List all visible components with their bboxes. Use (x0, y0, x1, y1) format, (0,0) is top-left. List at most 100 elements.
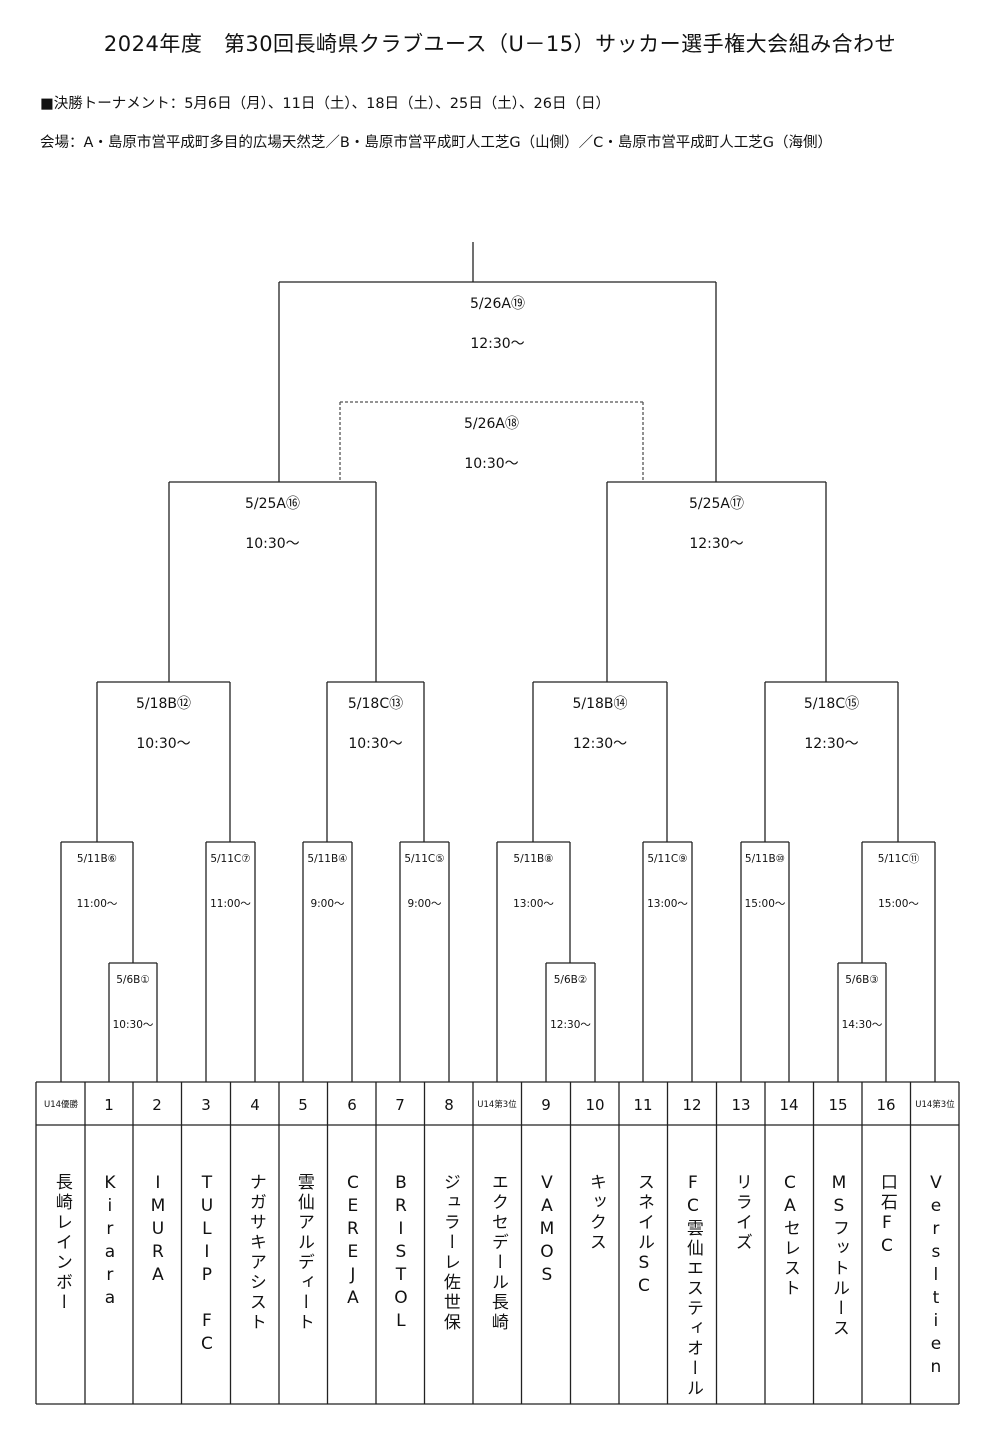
match-date-m10: 5/11B⑩ (745, 853, 785, 865)
slot-number: 10 (585, 1096, 604, 1114)
document-title: 2024年度 第30回長崎県クラブユース（U－15）サッカー選手権大会組み合わせ (103, 32, 897, 56)
slot-number: U14優勝 (44, 1099, 79, 1110)
match-date-m16: 5/25A⑯ (245, 496, 300, 512)
match-date-m19: 5/26A⑲ (470, 296, 525, 312)
team-cell: FC雲仙エスティオール (668, 1125, 716, 1400)
schedule-line: ■決勝トーナメント：5月6日（月）、11日（土）、18日（土）、25日（土）、2… (40, 96, 610, 112)
match-labels: 5/6B① 10:30～ 5/6B② 12:30～ 5/6B③ 14:30～ 5/11B④ 9… (77, 296, 920, 1031)
team-cell: エクセデール長崎 (473, 1125, 521, 1400)
team-name: 雲仙アルディート (293, 1173, 314, 1333)
venue-line: 会場：A・島原市営平成町多目的広場天然芝／B・島原市営平成町人工芝G（山側）／C… (40, 135, 832, 151)
team-cell: Kirara (85, 1125, 133, 1400)
match-time-m13: 10:30～ (348, 736, 402, 752)
match-time-m8: 13:00～ (513, 898, 554, 910)
team-name: 長崎レインボー (51, 1173, 72, 1313)
team-name: MSフットルース (828, 1173, 849, 1339)
slot-number: 11 (633, 1096, 652, 1114)
team-name: BRISTOL (390, 1173, 411, 1334)
team-name: VAMOS (536, 1173, 557, 1288)
match-time-m17: 12:30～ (689, 536, 743, 552)
team-cell: スネイルSC (619, 1125, 667, 1400)
match-time-m18: 10:30～ (464, 456, 518, 472)
match-date-m18: 5/26A⑱ (464, 416, 519, 432)
slot-number: 3 (201, 1096, 211, 1114)
slot-number: 8 (444, 1096, 454, 1114)
match-time-m15: 12:30～ (804, 736, 858, 752)
match-time-m14: 12:30～ (573, 736, 627, 752)
team-cell: Versltien (911, 1125, 959, 1400)
match-time-m16: 10:30～ (245, 536, 299, 552)
team-name: IMURA (147, 1173, 168, 1288)
match-date-m3: 5/6B③ (845, 974, 879, 986)
team-table (35, 1081, 960, 1405)
team-name: CAセレスト (779, 1173, 800, 1299)
slot-number: U14第3位 (915, 1099, 955, 1110)
team-cell: MSフットルース (814, 1125, 862, 1400)
team-name: CEREJA (342, 1173, 363, 1311)
slot-number: 6 (347, 1096, 357, 1114)
match-date-m7: 5/11C⑦ (210, 853, 250, 865)
match-time-m11: 15:00～ (878, 898, 919, 910)
team-name: スネイルSC (633, 1173, 654, 1299)
team-name: Versltien (925, 1173, 946, 1380)
match-date-m14: 5/18B⑭ (572, 696, 627, 712)
match-date-m11: 5/11C⑪ (878, 853, 920, 865)
match-time-m4: 9:00～ (310, 898, 345, 910)
team-cell: IMURA (133, 1125, 181, 1400)
slot-number: 14 (779, 1096, 798, 1114)
team-cell: CEREJA (328, 1125, 376, 1400)
match-time-m7: 11:00～ (210, 898, 251, 910)
match-date-m5: 5/11C⑤ (404, 853, 444, 865)
team-name: キックス (585, 1173, 606, 1253)
team-cell: 雲仙アルディート (279, 1125, 327, 1400)
match-date-m4: 5/11B④ (307, 853, 347, 865)
match-date-m17: 5/25A⑰ (689, 496, 744, 512)
slot-number: 16 (876, 1096, 895, 1114)
team-cell: BRISTOL (376, 1125, 424, 1400)
team-cell: VAMOS (522, 1125, 570, 1400)
slot-number: 2 (152, 1096, 162, 1114)
team-name: FC雲仙エスティオール (682, 1173, 703, 1399)
match-time-m5: 9:00～ (407, 898, 442, 910)
match-date-m13: 5/18C⑬ (348, 696, 403, 712)
team-cell: ジュラーレ佐世保 (425, 1125, 473, 1400)
slot-number: 4 (250, 1096, 260, 1114)
team-name: 口石FC (876, 1173, 897, 1259)
slot-number: 5 (298, 1096, 308, 1114)
team-cell: TULIP FC (182, 1125, 230, 1400)
team-name: ジュラーレ佐世保 (439, 1173, 460, 1333)
slot-number: 13 (731, 1096, 750, 1114)
team-cell: CAセレスト (765, 1125, 813, 1400)
match-date-m15: 5/18C⑮ (804, 696, 859, 712)
bracket-lines (60, 242, 936, 1082)
match-date-m2: 5/6B② (554, 974, 588, 986)
team-cell: 口石FC (862, 1125, 910, 1400)
match-date-m12: 5/18B⑫ (136, 696, 191, 712)
team-name: エクセデール長崎 (487, 1173, 508, 1333)
team-name: TULIP FC (196, 1173, 217, 1357)
slot-number: 7 (395, 1096, 405, 1114)
team-cell: ナガサキアシスト (231, 1125, 279, 1400)
slot-number: 9 (541, 1096, 551, 1114)
match-time-m3: 14:30～ (842, 1019, 883, 1031)
team-name: Kirara (99, 1173, 120, 1311)
slot-number: 1 (104, 1096, 114, 1114)
team-name: ナガサキアシスト (245, 1173, 266, 1333)
slot-number: U14第3位 (477, 1099, 517, 1110)
match-time-m1: 10:30～ (113, 1019, 154, 1031)
team-cell: キックス (571, 1125, 619, 1400)
match-date-m1: 5/6B① (116, 974, 150, 986)
match-date-m9: 5/11C⑨ (647, 853, 687, 865)
team-name: リライズ (731, 1173, 752, 1253)
match-time-m2: 12:30～ (550, 1019, 591, 1031)
match-time-m9: 13:00～ (647, 898, 688, 910)
match-time-m12: 10:30～ (136, 736, 190, 752)
team-cell: 長崎レインボー (37, 1125, 85, 1400)
match-time-m6: 11:00～ (77, 898, 118, 910)
slot-number: 12 (682, 1096, 701, 1114)
slot-number: 15 (828, 1096, 847, 1114)
match-time-m10: 15:00～ (745, 898, 786, 910)
match-date-m8: 5/11B⑧ (513, 853, 553, 865)
